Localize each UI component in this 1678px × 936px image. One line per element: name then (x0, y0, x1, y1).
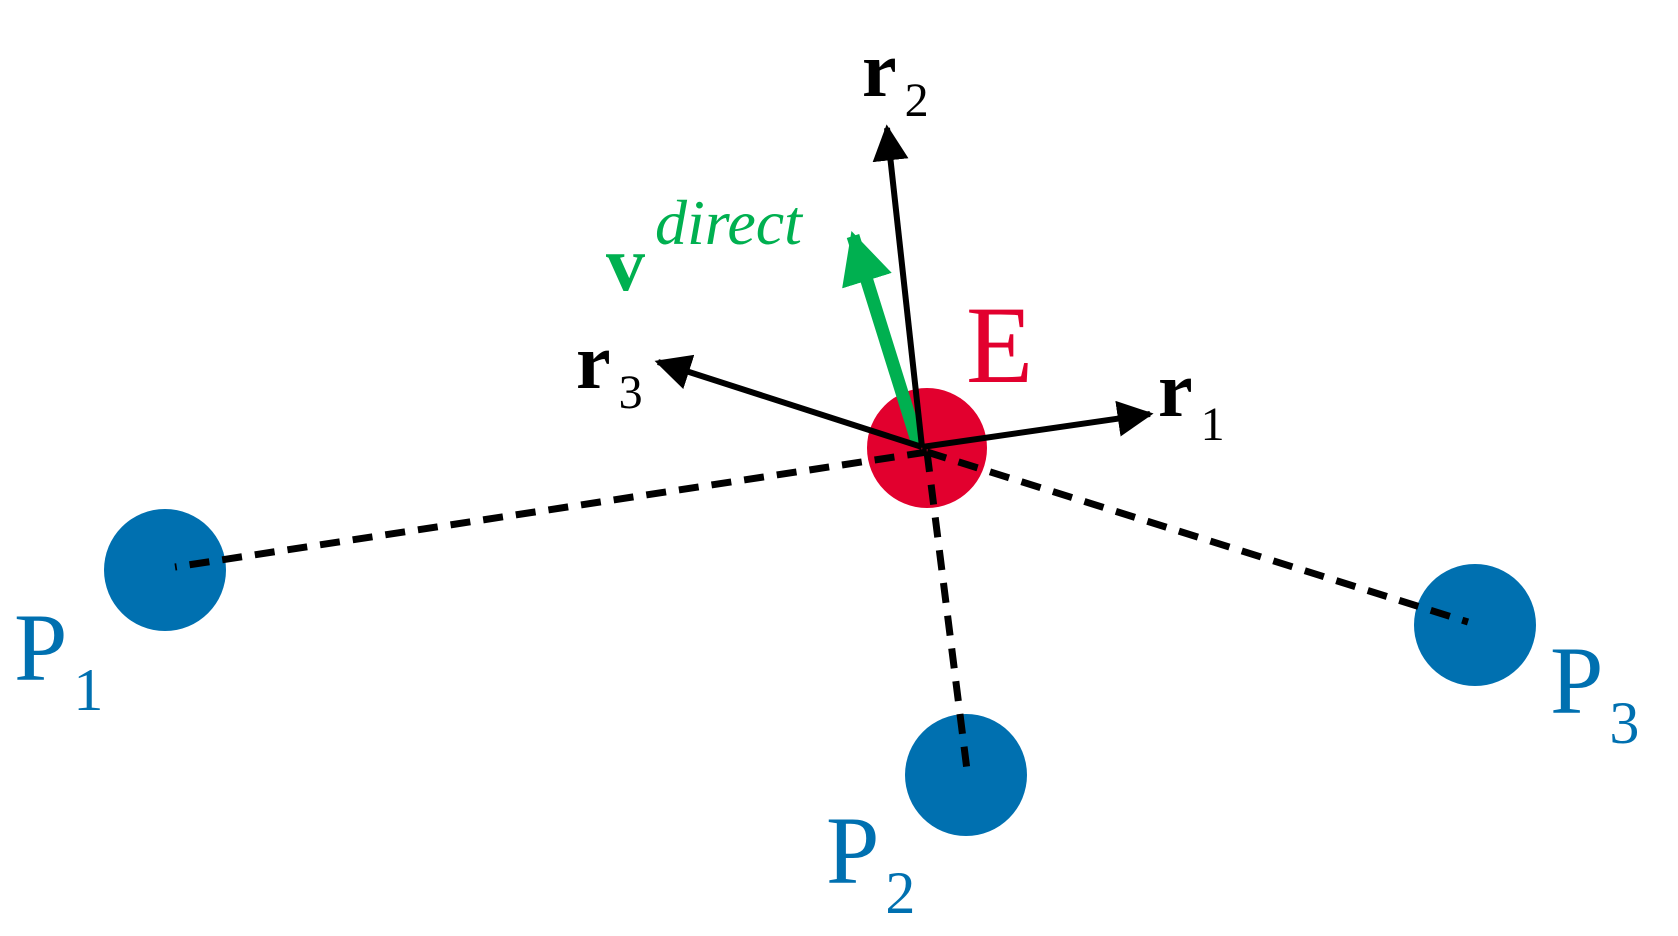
pursuer-node-3 (1414, 564, 1536, 686)
dashed-line-p2 (923, 451, 971, 771)
pursuer-node-1 (104, 509, 226, 631)
pursuer-label-1: P 1 (14, 594, 103, 723)
pursuer-label-3: P 3 (1550, 627, 1639, 756)
dashed-line-p1 (174, 448, 928, 571)
r2-arrow (872, 124, 925, 448)
r1-label: r 1 (1158, 346, 1225, 451)
pursuer-label-2: P 2 (826, 797, 915, 926)
r3-label: r 3 (576, 318, 643, 419)
evader-label: E (966, 284, 1033, 406)
pursuer-node-2 (905, 714, 1027, 836)
direct-velocity-label: v direct (606, 187, 804, 307)
direct-velocity-arrow (842, 231, 925, 446)
r2-label: r 2 (862, 26, 929, 127)
r3-arrow (654, 354, 923, 450)
r1-arrow (921, 400, 1154, 450)
dashed-line-p3 (925, 448, 1470, 626)
